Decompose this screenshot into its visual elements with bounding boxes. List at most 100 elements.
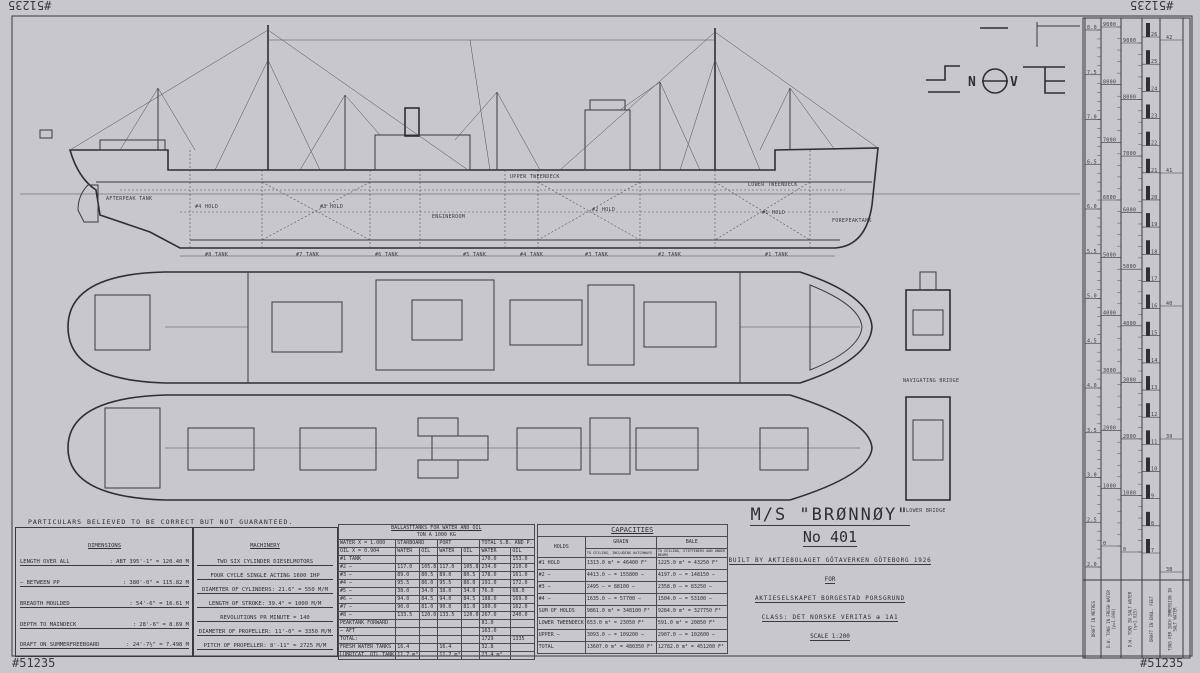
foot-bar: [1146, 77, 1150, 92]
metre-tick-label: 2.5: [1087, 517, 1097, 523]
ballast-subheader: OIL X = 0.904: [337, 547, 397, 556]
ballast-cell: [437, 627, 463, 636]
foot-bar: [1146, 484, 1150, 499]
ballast-cell: FRESH WATER TANKS: [337, 643, 397, 652]
ballast-cell: 95.5: [395, 579, 421, 588]
machinery-line: FOUR CYCLE SINGLE ACTING 1600 IHP: [197, 573, 333, 580]
foot-tick-label: 12: [1151, 412, 1158, 418]
salt-dw-label: 5000: [1123, 264, 1136, 270]
compartment-label: #1 HOLD: [762, 210, 785, 216]
ballast-cell: 240.0: [510, 611, 535, 620]
navigating-bridge-label: NAVIGATING BRIDGE: [903, 378, 959, 384]
ballast-cell: [419, 635, 439, 644]
salt-dw-label: 6000: [1123, 208, 1136, 214]
ballast-cell: [419, 619, 439, 628]
ballast-subheader: OIL: [461, 547, 481, 556]
lower-bridge-plan: LOWER BRIDGE: [905, 396, 951, 514]
funnel: [404, 107, 420, 137]
tank-label: #6 TANK: [375, 252, 398, 258]
tpi-tick-label: 40: [1166, 301, 1173, 307]
ballast-header: WATER X = 1.000: [337, 539, 397, 548]
foot-tick-label: 23: [1151, 113, 1158, 119]
ballast-cell: 117.0: [437, 563, 463, 572]
ballast-cell: 94.0: [437, 595, 463, 604]
ballast-cell: [419, 651, 439, 660]
compartment-label: #3 HOLD: [320, 204, 343, 210]
tpi-tick-label: 42: [1166, 35, 1173, 41]
metre-tick-label: 7.5: [1087, 70, 1097, 76]
ballast-cell: [461, 635, 481, 644]
capacities-cell: 12782.0 m³ = 451200 F³: [655, 641, 728, 654]
dimension-value: : 54'-6" = 16.61 M: [129, 601, 189, 607]
metre-tick-label: 6.5: [1087, 159, 1097, 165]
fresh-dw-label: 5000: [1103, 253, 1116, 259]
scale-column-label: D.W. TONS IN SALT WATER (γ=1.025): [1126, 591, 1137, 647]
ballast-cell: 133.5: [395, 611, 421, 620]
ballast-cell: 89.0: [395, 571, 421, 580]
fresh-dw-label: 1000: [1103, 483, 1116, 489]
ballast-cell: 153.0: [510, 555, 535, 564]
hull-profile: [68, 147, 879, 249]
salt-dw-label: 1000: [1123, 490, 1136, 496]
foot-bar: [1146, 23, 1150, 37]
foot-bar: [1146, 294, 1150, 309]
ballast-cell: [461, 619, 481, 628]
foot-tick-label: 24: [1151, 86, 1158, 92]
foot-bar: [1146, 539, 1150, 553]
lower-bridge-label: LOWER BRIDGE: [906, 508, 946, 514]
ballast-cell: 234.0: [479, 563, 512, 572]
dimension-value: : 380'-0" = 115.82 M: [122, 580, 189, 586]
ballast-cell: [461, 643, 481, 652]
ballast-cell: #6 —: [337, 595, 397, 604]
compartment-label: #4 HOLD: [195, 204, 218, 210]
compartment-label: FOREPEAKTANK: [832, 218, 872, 224]
ballast-cell: 170.0: [479, 555, 512, 564]
capacities-row: UPPER —3093.0 — = 109200 —2907.0 — = 102…: [536, 629, 728, 642]
ballast-cell: 68.0: [510, 587, 535, 596]
ballast-cell: 178.0: [479, 571, 512, 580]
for-label: FOR: [824, 576, 836, 584]
ballast-cell: [419, 555, 439, 564]
foot-tick-label: 26: [1151, 32, 1158, 38]
rudder: [77, 184, 99, 223]
fresh-dw-label: 8000: [1103, 80, 1116, 86]
foot-tick-label: 14: [1151, 358, 1158, 364]
tank-label: #1 TANK: [765, 252, 788, 258]
compartment-label: ENGINEROOM: [432, 214, 465, 220]
scale-column-label: TONS PER INCH IMMERSION IN SALT WATER: [1166, 587, 1177, 651]
ballast-cell: 120.0: [419, 611, 439, 620]
ballast-cell: 84.5: [419, 595, 439, 604]
ballast-subheader: WATER: [479, 547, 512, 556]
salt-dw-label: 0: [1123, 547, 1126, 553]
capacities-header: HOLDS: [536, 536, 586, 558]
dimension-row: DEPTH TO MAINDECK: 28'-6" = 8.69 M: [20, 622, 189, 629]
ballast-cell: 84.5: [461, 595, 481, 604]
classification: CLASS: DET NORSKE VERITAS ✠ 1A1: [761, 614, 899, 622]
ballast-cell: [461, 627, 481, 636]
foot-tick-label: 7: [1151, 548, 1154, 554]
upper-deck-plan: [67, 271, 873, 384]
tpi-tick-label: 41: [1166, 168, 1173, 174]
owner: AKTIESELSKAPET BORGESTAD PORSGRUND: [754, 595, 906, 603]
ballast-cell: 161.0: [510, 571, 535, 580]
capacities-cell: 2495 — = 88100 —: [584, 581, 657, 594]
capacities-cell: #1 HOLD: [536, 557, 586, 570]
ballast-cell: #7 —: [337, 603, 397, 612]
metre-tick-label: 5.5: [1087, 249, 1097, 255]
fresh-dw-label: 6000: [1103, 195, 1116, 201]
salt-dw-label: 7000: [1123, 151, 1136, 157]
ballast-cell: 76.0: [479, 587, 512, 596]
scale-column-label: DRAFT IN ENGL. FEET: [1148, 596, 1154, 642]
ballast-cell: [510, 627, 535, 636]
ballast-cell: 180.0: [479, 603, 512, 612]
fresh-dw-label: 4000: [1103, 310, 1116, 316]
dimension-label: BREADTH MOULDED: [20, 601, 70, 607]
ballast-title: BALLASTTANKS FOR WATER AND OIL: [338, 524, 535, 532]
compartment-label: LOWER TWEENDECK: [748, 182, 798, 188]
ballast-cell: [419, 643, 439, 652]
capacities-cell: 1504.0 — = 53100 —: [655, 593, 728, 606]
ballast-cell: [437, 635, 463, 644]
dimension-value: : ABT 395'-1" = 120.40 M: [109, 559, 189, 565]
ballast-subheader: OIL: [510, 547, 535, 556]
